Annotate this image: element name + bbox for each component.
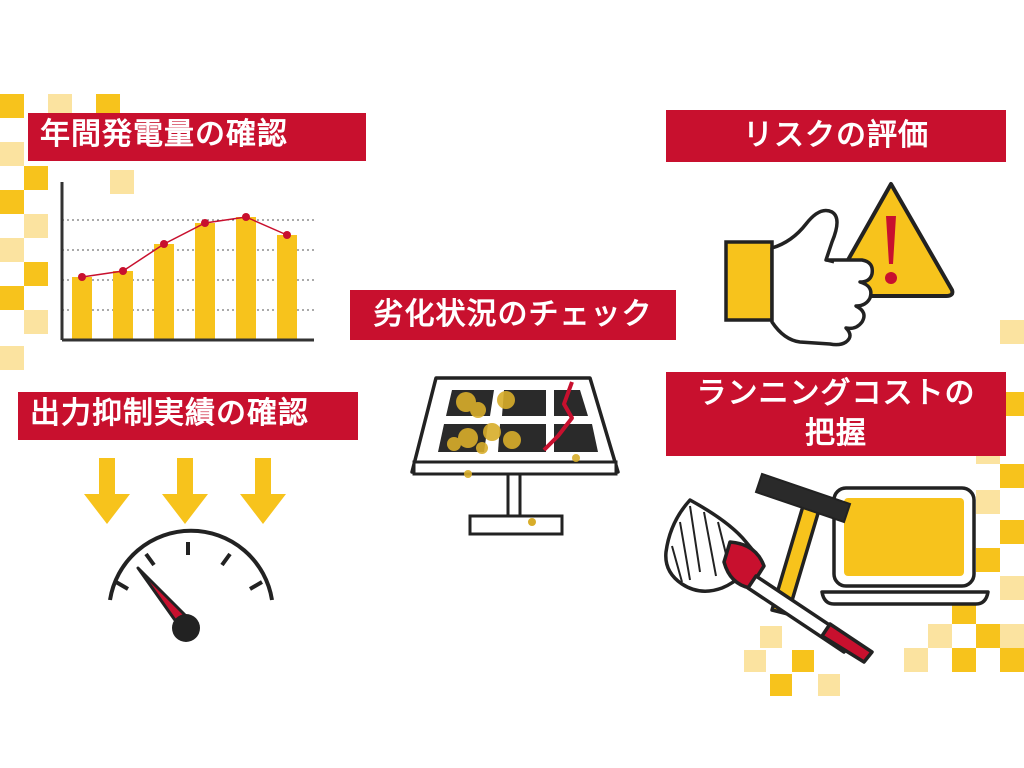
thumbs-up-icon xyxy=(724,208,875,347)
laptop-icon xyxy=(820,486,990,606)
gauge-icon xyxy=(108,528,274,642)
chart-point xyxy=(242,213,250,221)
bar-chart-icon xyxy=(60,182,314,342)
chart-bar xyxy=(277,235,297,340)
down-arrow-icon xyxy=(162,458,208,524)
chart-point xyxy=(78,273,86,281)
chart-bar xyxy=(72,277,92,340)
chart-bar xyxy=(236,217,256,340)
trend-line xyxy=(81,216,288,278)
chart-point xyxy=(119,267,127,275)
label-running-cost-line2: 把握 xyxy=(805,416,867,451)
chart-bar xyxy=(113,271,133,340)
label-risk-evaluation: リスクの評価 xyxy=(666,110,1006,162)
label-running-cost-line1: ランニングコストの xyxy=(696,376,976,411)
duster-icon xyxy=(664,498,874,664)
chart-point xyxy=(201,219,209,227)
chart-point xyxy=(160,240,168,248)
label-annual-generation: 年間発電量の確認 xyxy=(28,113,366,161)
chart-bar xyxy=(154,244,174,340)
solar-panel-icon xyxy=(410,376,620,536)
down-arrow-icon xyxy=(240,458,286,524)
label-running-cost: ランニングコストの 把握 xyxy=(666,372,1006,456)
down-arrow-icon xyxy=(84,458,130,524)
hammer-icon xyxy=(754,472,852,616)
label-degradation-check: 劣化状況のチェック xyxy=(350,290,676,340)
chart-point xyxy=(283,231,291,239)
chart-bar xyxy=(195,223,215,340)
label-curtailment-record: 出力抑制実績の確認 xyxy=(18,392,358,440)
dirt-stains xyxy=(447,391,580,478)
